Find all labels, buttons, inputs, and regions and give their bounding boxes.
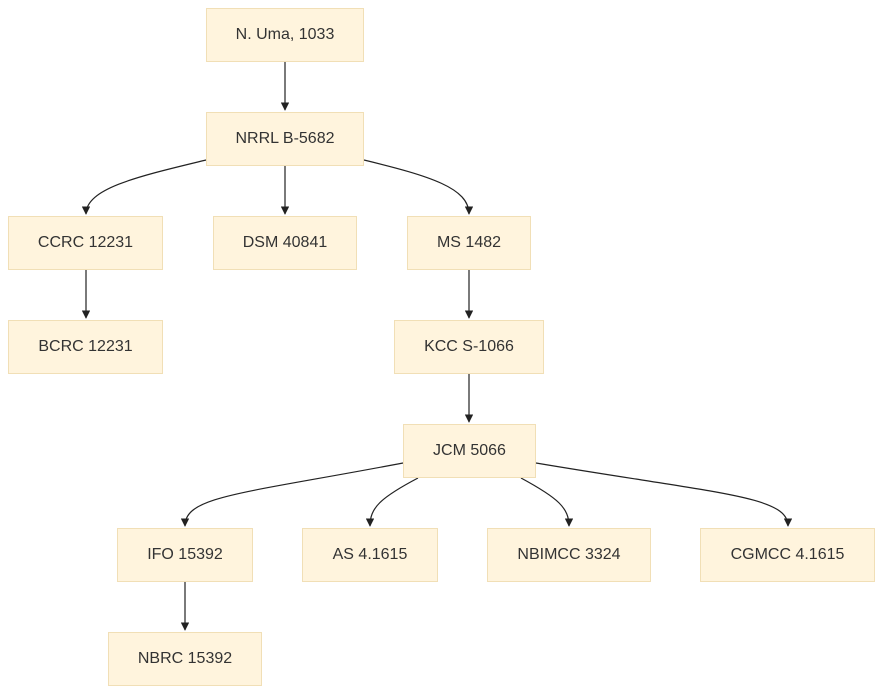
node-nbrc-15392: NBRC 15392 xyxy=(108,632,262,686)
node-jcm-5066: JCM 5066 xyxy=(403,424,536,478)
node-label: CGMCC 4.1615 xyxy=(730,546,845,563)
node-label: MS 1482 xyxy=(436,234,502,251)
node-label: NBIMCC 3324 xyxy=(517,546,621,563)
edge-jcm-to-cgmcc xyxy=(535,462,793,527)
edge-jcm-to-as xyxy=(365,477,419,527)
node-kcc-s-1066: KCC S-1066 xyxy=(394,320,544,374)
node-label: NRRL B-5682 xyxy=(235,130,335,147)
edge-nrrl-to-ccrc xyxy=(81,159,207,215)
node-as-4-1615: AS 4.1615 xyxy=(302,528,438,582)
edge-jcm-to-nbimcc xyxy=(520,477,574,527)
node-label: BCRC 12231 xyxy=(38,338,133,355)
edge-jcm-to-ifo xyxy=(180,462,404,527)
node-nrrl-b-5682: NRRL B-5682 xyxy=(206,112,364,166)
node-cgmcc-4-1615: CGMCC 4.1615 xyxy=(700,528,875,582)
node-label: KCC S-1066 xyxy=(424,338,514,355)
node-label: DSM 40841 xyxy=(242,234,328,251)
node-label: N. Uma, 1033 xyxy=(235,26,335,43)
node-uma-1033: N. Uma, 1033 xyxy=(206,8,364,62)
node-ms-1482: MS 1482 xyxy=(407,216,531,270)
node-label: AS 4.1615 xyxy=(332,546,408,563)
node-dsm-40841: DSM 40841 xyxy=(213,216,357,270)
node-nbimcc-3324: NBIMCC 3324 xyxy=(487,528,651,582)
node-ifo-15392: IFO 15392 xyxy=(117,528,253,582)
node-ccrc-12231: CCRC 12231 xyxy=(8,216,163,270)
node-label: NBRC 15392 xyxy=(137,650,233,667)
node-bcrc-12231: BCRC 12231 xyxy=(8,320,163,374)
node-label: JCM 5066 xyxy=(433,442,506,459)
node-label: IFO 15392 xyxy=(147,546,223,563)
node-label: CCRC 12231 xyxy=(37,234,134,251)
edge-nrrl-to-ms xyxy=(363,159,474,215)
